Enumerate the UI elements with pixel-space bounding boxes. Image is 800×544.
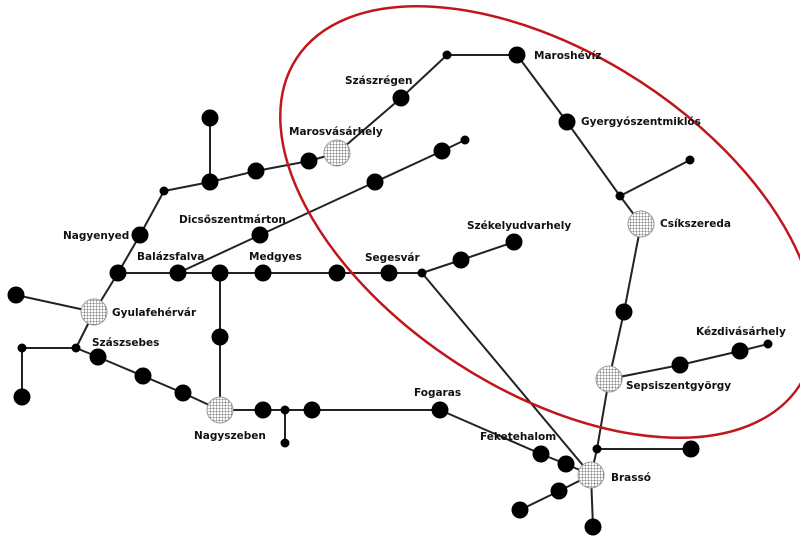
town-node-a691 bbox=[682, 440, 700, 458]
town-label-segesvar: Segesvár bbox=[365, 252, 421, 264]
edge-a309-a256 bbox=[255, 160, 310, 172]
town-node-s447 bbox=[442, 50, 452, 60]
edge-fogaras-feketehalom bbox=[439, 409, 542, 455]
town-node-s620 bbox=[615, 191, 625, 201]
major-town-node-sepsi bbox=[595, 365, 623, 393]
edge-gyergyo-s620 bbox=[566, 121, 621, 197]
town-node-a263 bbox=[254, 401, 272, 419]
town-node-a680 bbox=[671, 356, 689, 374]
town-node-balazsfalva bbox=[169, 264, 187, 282]
town-label-dicso: Dicsőszentmárton bbox=[179, 214, 286, 226]
major-town-node-marosvasarhely bbox=[323, 139, 351, 167]
town-label-szaszregen: Szászrégen bbox=[345, 75, 413, 87]
town-node-s285b bbox=[280, 438, 290, 448]
town-node-szaszsebes bbox=[89, 348, 107, 366]
town-node-a624 bbox=[615, 303, 633, 321]
town-node-j210 bbox=[201, 173, 219, 191]
major-town-node-csikszereda bbox=[627, 210, 655, 238]
town-node-fogaras bbox=[431, 401, 449, 419]
town-label-fogaras: Fogaras bbox=[414, 387, 461, 399]
town-label-maroshéviz: Maroshévíz bbox=[534, 50, 601, 62]
town-node-a16 bbox=[7, 286, 25, 304]
edge-csikszereda-a624 bbox=[623, 223, 642, 313]
town-node-feketehalom bbox=[532, 445, 550, 463]
town-node-s76 bbox=[71, 343, 81, 353]
town-node-s465 bbox=[460, 135, 470, 145]
town-node-s22 bbox=[17, 343, 27, 353]
town-node-j118 bbox=[109, 264, 127, 282]
town-label-kezdi: Kézdivásárhely bbox=[696, 326, 786, 338]
town-label-feketehalom: Feketehalom bbox=[480, 431, 556, 443]
town-label-gyulafehervar: Gyulafehérvár bbox=[112, 307, 197, 319]
town-label-gyergyo: Gyergyószentmiklós bbox=[581, 116, 701, 128]
town-node-s285 bbox=[280, 405, 290, 415]
town-label-szaszsebes: Szászsebes bbox=[92, 337, 159, 349]
town-node-a442 bbox=[433, 142, 451, 160]
town-node-szaszregen bbox=[392, 89, 410, 107]
town-node-a309 bbox=[300, 152, 318, 170]
major-town-node-gyulafehervar bbox=[80, 298, 108, 326]
town-node-a559 bbox=[550, 482, 568, 500]
town-node-dicso bbox=[251, 226, 269, 244]
town-node-segesvar bbox=[380, 264, 398, 282]
town-node-maroshéviz bbox=[508, 46, 526, 64]
town-node-a22 bbox=[13, 388, 31, 406]
town-node-a183 bbox=[174, 384, 192, 402]
edge-s620-s690 bbox=[619, 159, 691, 197]
town-node-s768 bbox=[763, 339, 773, 349]
town-node-j220 bbox=[211, 264, 229, 282]
nodes bbox=[7, 46, 773, 536]
edge-maroshéviz-gyergyo bbox=[516, 54, 568, 123]
town-node-t210 bbox=[201, 109, 219, 127]
town-node-s164 bbox=[159, 186, 169, 196]
major-town-node-nagyszeben bbox=[206, 396, 234, 424]
town-label-marosvasarhely: Marosvásárhely bbox=[289, 126, 383, 138]
town-node-a220 bbox=[211, 328, 229, 346]
major-town-node-brasso bbox=[577, 461, 605, 489]
town-label-csikszereda: Csíkszereda bbox=[660, 218, 731, 230]
town-label-szekelyudvarhely: Székelyudvarhely bbox=[467, 220, 571, 232]
town-node-szekelyudvarhely bbox=[505, 233, 523, 251]
town-label-balazsfalva: Balázsfalva bbox=[137, 251, 204, 263]
town-node-a566 bbox=[557, 455, 575, 473]
edge-marosvasarhely-szaszregen bbox=[336, 97, 402, 154]
highlight-ellipse bbox=[279, 4, 800, 440]
town-label-sepsi: Sepsiszentgyörgy bbox=[626, 380, 731, 392]
town-node-a256 bbox=[247, 162, 265, 180]
edge-a375-a442 bbox=[374, 150, 443, 183]
town-node-a520 bbox=[511, 501, 529, 519]
town-node-nagyenyed bbox=[131, 226, 149, 244]
town-node-s422 bbox=[417, 268, 427, 278]
edge-a461-szekelyudvarhely bbox=[460, 241, 515, 261]
town-label-nagyenyed: Nagyenyed bbox=[63, 230, 129, 242]
edge-a680-a740 bbox=[679, 350, 741, 366]
town-node-medgyes bbox=[254, 264, 272, 282]
town-node-a375 bbox=[366, 173, 384, 191]
edge-balazsfalva-dicso bbox=[177, 234, 261, 274]
town-node-a593 bbox=[584, 518, 602, 536]
town-node-a312 bbox=[303, 401, 321, 419]
town-label-medgyes: Medgyes bbox=[249, 251, 302, 263]
town-node-gyergyo bbox=[558, 113, 576, 131]
town-node-a461 bbox=[452, 251, 470, 269]
town-node-a143 bbox=[134, 367, 152, 385]
town-label-nagyszeben: Nagyszeben bbox=[194, 430, 266, 442]
town-node-s690 bbox=[685, 155, 695, 165]
town-node-a740 bbox=[731, 342, 749, 360]
town-label-brasso: Brassó bbox=[611, 472, 651, 484]
edge-dicso-a375 bbox=[259, 181, 376, 236]
town-node-s597 bbox=[592, 444, 602, 454]
edge-szaszregen-s447 bbox=[400, 54, 448, 99]
edge-s422-brasso bbox=[421, 272, 592, 476]
town-node-a337 bbox=[328, 264, 346, 282]
